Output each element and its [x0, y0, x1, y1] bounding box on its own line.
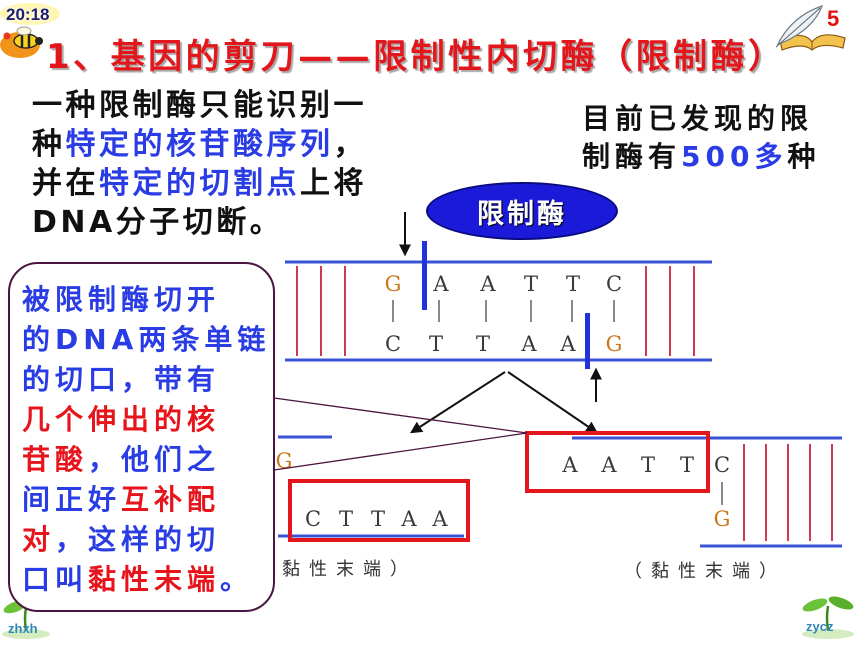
left-fragment-bottom-base: T [339, 507, 353, 531]
intro-segment: 一种限制酶只能识别一 [32, 88, 367, 123]
dna-double-strand: G A A T T C C T T A A G [285, 241, 712, 369]
callout-segment: 的DNA两条单链 [22, 323, 271, 356]
callout-line: 对，这样的切 [22, 520, 273, 560]
left-fragment-top-base: G [276, 449, 293, 473]
top-base: A [479, 272, 496, 296]
intro-segment: ， [333, 127, 367, 162]
callout-segment: 的切口，带有 [22, 363, 221, 396]
top-base: C [606, 272, 622, 296]
left-fragment: G C T T A A 黏性末端） [276, 435, 470, 580]
callout-segment: 对 [22, 523, 56, 556]
callout-segment: 互补配 [121, 483, 221, 516]
info-segment: 制酶有 [582, 140, 682, 173]
intro-line: 种特定的核苷酸序列， [32, 125, 367, 164]
top-base: G [385, 272, 402, 296]
bee-clock-cartoon-icon [0, 3, 60, 58]
sprout-icon [802, 596, 854, 639]
callout-line: 间正好互补配 [22, 480, 273, 520]
left-sticky-end-highlight [288, 479, 470, 542]
right-fragment-top-base: T [680, 453, 694, 477]
callout-line: 口叫黏性末端。 [22, 560, 273, 600]
quill-book-icon [775, 5, 846, 51]
info-line: 制酶有500多种 [582, 138, 820, 176]
right-fragment-top-base: T [641, 453, 655, 477]
right-fragment-top-base: A [600, 453, 617, 477]
info-line: 目前已发现的限 [582, 100, 820, 138]
split-left-arrow [409, 371, 506, 434]
callout-line: 被限制酶切开 [22, 280, 273, 320]
restriction-enzyme-ellipse: 限制酶 [426, 182, 618, 240]
intro-segment: 种 [32, 127, 66, 162]
callout-highlight-sticky-end: 黏性末端 [88, 563, 221, 596]
right-sticky-end-highlight [525, 431, 710, 493]
info-segment: 种 [787, 140, 821, 173]
callout-segment: ，这样的切 [55, 523, 221, 556]
bottom-base: T [476, 332, 490, 356]
bottom-cut-mark [585, 313, 590, 369]
footer-right-mark: zycz [806, 619, 834, 634]
left-sticky-end-caption: 黏性末端） [282, 559, 417, 580]
bottom-base: G [606, 332, 623, 356]
left-fragment-bottom-base: A [400, 507, 417, 531]
left-fragment-bottom-base: C [305, 507, 321, 531]
callout-line: 的DNA两条单链 [22, 320, 273, 360]
right-fragment-top-base: A [561, 453, 578, 477]
right-fragment: A A T T C G （黏性末端） [525, 431, 842, 582]
top-base: T [566, 272, 580, 296]
intro-highlight-cut-site: 特定的切割点 [99, 166, 300, 201]
right-fragment-bottom-base: G [714, 507, 731, 531]
callout-text: 被限制酶切开 的DNA两条单链 的切口，带有 几个伸出的核 苷酸，他们之 间正好… [22, 280, 273, 600]
callout-segment: 被限制酶切开 [22, 283, 221, 316]
callout-line: 的切口，带有 [22, 360, 273, 400]
intro-text: 一种限制酶只能识别一 种特定的核苷酸序列， 并在特定的切割点上将 DNA分子切断… [32, 86, 367, 242]
callout-segment: 间正好 [22, 483, 122, 516]
intro-highlight-sequence: 特定的核苷酸序列 [65, 127, 334, 162]
sticky-end-callout: 被限制酶切开 的DNA两条单链 的切口，带有 几个伸出的核 苷酸，他们之 间正好… [8, 262, 275, 612]
left-fragment-bottom-base: A [431, 507, 448, 531]
top-base: T [524, 272, 538, 296]
callout-line: 苷酸，他们之 [22, 440, 273, 480]
slide-title: 1、基因的剪刀——限制性内切酶（限制酶） [46, 37, 786, 77]
callout-pointer-lower [273, 432, 528, 471]
top-cut-mark [422, 241, 427, 310]
intro-segment: 并在 [32, 166, 99, 201]
top-base: A [432, 272, 449, 296]
right-sticky-end-caption: （黏性末端） [624, 561, 786, 582]
bottom-base: T [429, 332, 443, 356]
left-fragment-bottom-base: T [371, 507, 385, 531]
clock-time: 20:18 [6, 5, 50, 24]
intro-line: DNA分子切断。 [32, 203, 367, 242]
callout-segment: ，他们之 [88, 443, 221, 476]
callout-segment: 几个伸出的核 [22, 403, 221, 436]
right-fragment-top-base: C [714, 453, 730, 477]
intro-segment: 上将 [300, 166, 367, 201]
callout-segment: 。 [220, 563, 254, 596]
enzyme-label: 限制酶 [477, 198, 567, 230]
info-highlight-count: 500多 [681, 140, 788, 173]
intro-line: 一种限制酶只能识别一 [32, 86, 367, 125]
callout-segment: 口叫 [22, 563, 89, 596]
bottom-base: A [559, 332, 576, 356]
footer-left-mark: zhxh [8, 621, 38, 636]
callout-segment: 苷酸 [22, 443, 89, 476]
bottom-base: C [385, 332, 401, 356]
split-right-arrow [507, 371, 598, 434]
info-segment: 目前已发现的限 [582, 102, 814, 135]
page-number: 5 [827, 6, 840, 31]
enzyme-count-note: 目前已发现的限 制酶有500多种 [582, 100, 820, 176]
intro-segment: DNA分子切断。 [32, 205, 284, 240]
callout-line: 几个伸出的核 [22, 400, 273, 440]
intro-line: 并在特定的切割点上将 [32, 164, 367, 203]
bottom-base: A [520, 332, 537, 356]
callout-pointer-upper [273, 397, 528, 434]
